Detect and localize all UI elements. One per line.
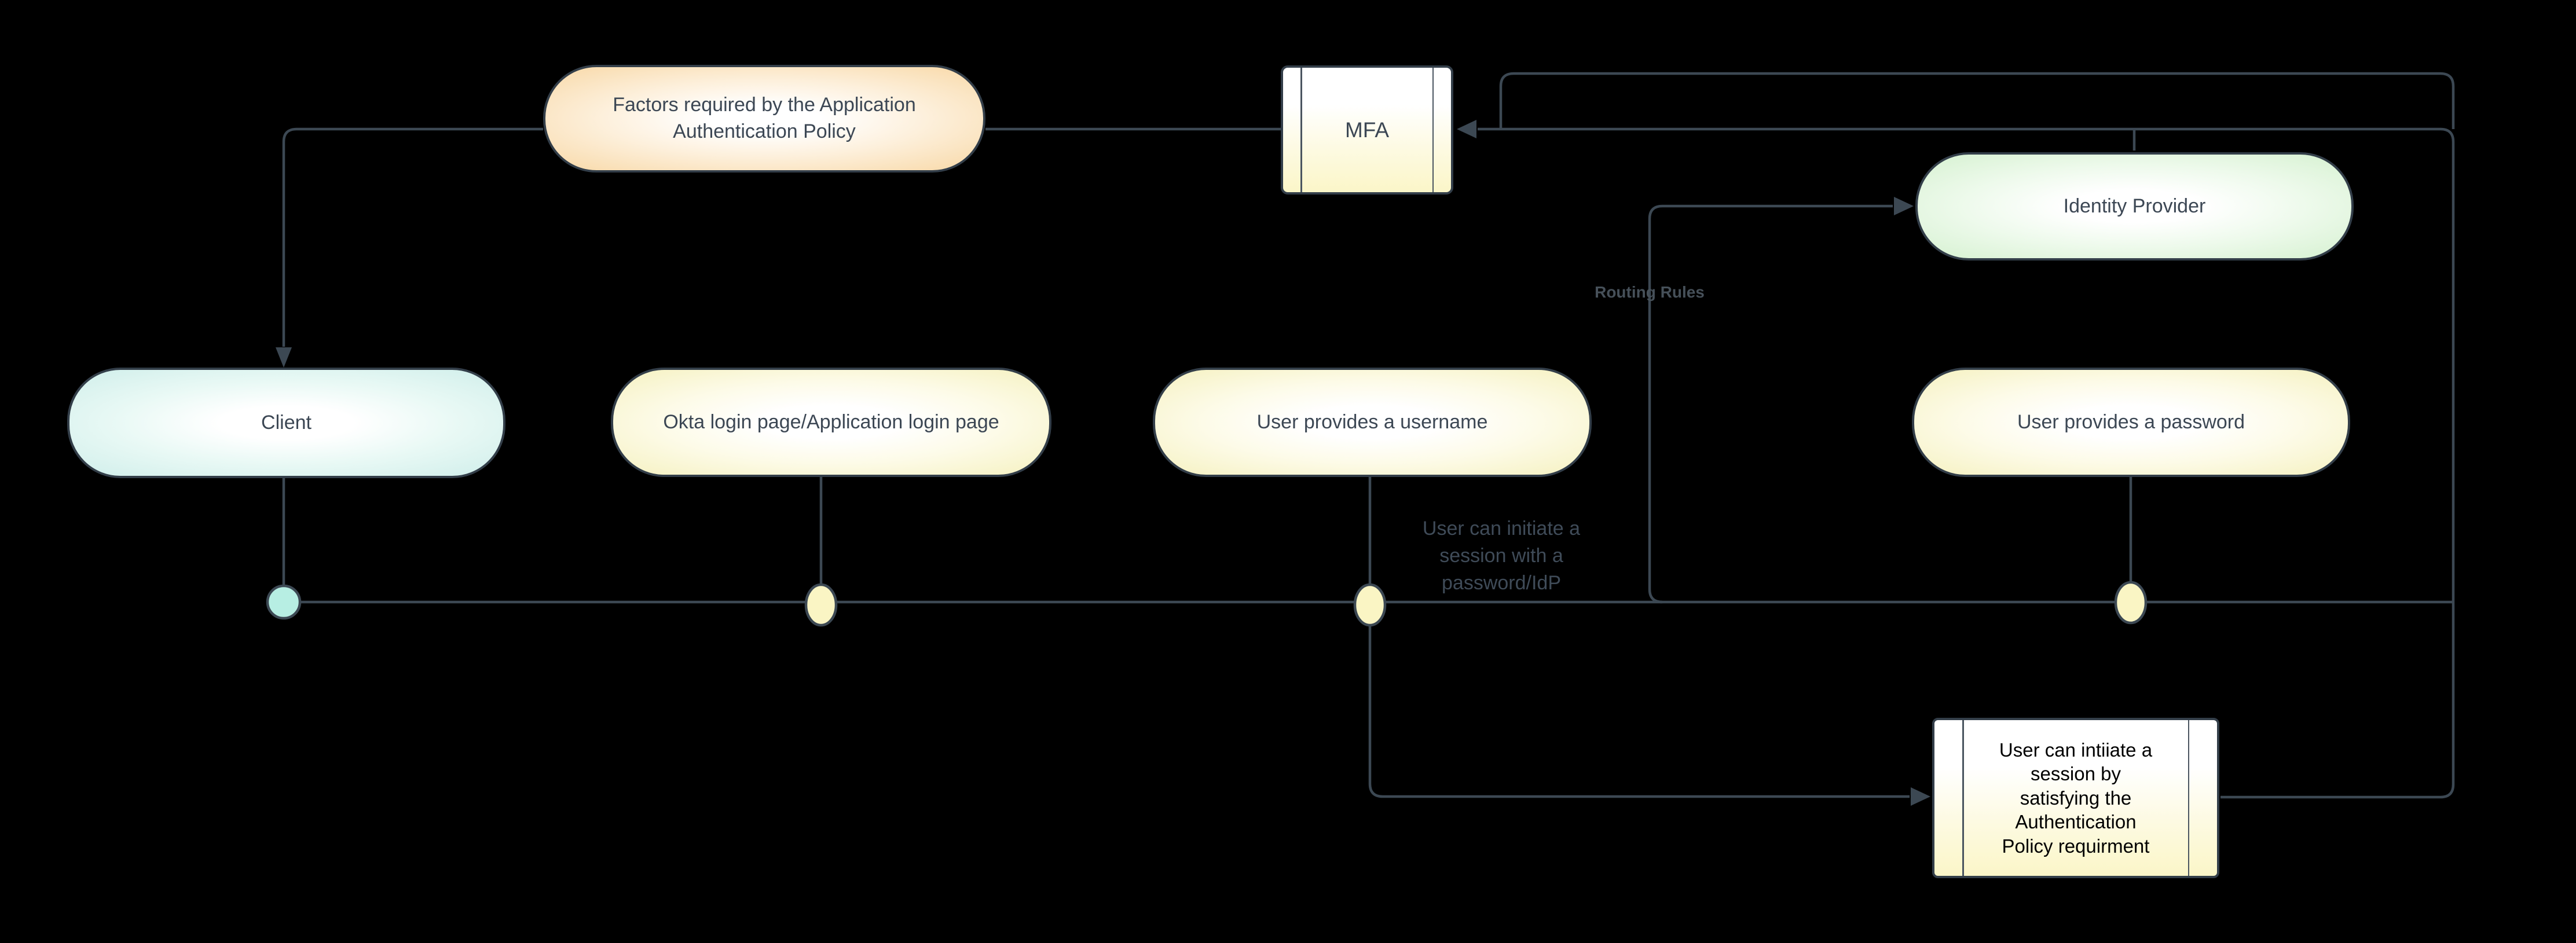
node-user-provides-username-label: User provides a username	[1256, 410, 1488, 433]
node-mfa-label: MFA	[1344, 118, 1390, 142]
connector-top-loop[interactable]	[1499, 72, 2455, 129]
arrowhead-into-mfa	[1457, 120, 1476, 138]
junction-dot-client[interactable]	[266, 584, 302, 620]
routing-rules-label: Routing Rules	[1595, 283, 1705, 301]
node-session-policy-box[interactable]: User can intiiate a session by satisfyin…	[1932, 718, 2219, 878]
connector-factors-to-client[interactable]	[282, 127, 543, 347]
node-identity-provider[interactable]: Identity Provider	[1915, 152, 2354, 260]
node-client-label: Client	[261, 411, 312, 434]
node-identity-provider-label: Identity Provider	[2063, 195, 2206, 217]
node-user-provides-username[interactable]: User provides a username	[1153, 368, 1592, 477]
node-user-provides-password-label: User provides a password	[2017, 410, 2245, 433]
node-factors-policy[interactable]: Factors required by the Application Auth…	[543, 65, 985, 173]
node-okta-login-page[interactable]: Okta login page/Application login page	[611, 368, 1051, 477]
arrowhead-into-client	[276, 347, 292, 368]
arrowhead-into-session-box	[1911, 787, 1930, 806]
connector-username-to-session-box[interactable]	[1368, 625, 1910, 798]
node-factors-policy-label: Factors required by the Application Auth…	[613, 94, 916, 142]
node-okta-login-page-label: Okta login page/Application login page	[663, 410, 999, 433]
node-mfa[interactable]: MFA	[1281, 65, 1453, 195]
junction-dot-password[interactable]	[2114, 581, 2148, 625]
junction-dot-okta[interactable]	[804, 583, 838, 627]
session-note-label: User can initiate a session with a passw…	[1422, 518, 1581, 594]
arrowhead-into-idp	[1894, 197, 1914, 215]
connector-routing-rules[interactable]	[1648, 204, 1893, 604]
connector-session-box-to-mfa[interactable]	[1478, 127, 2455, 799]
junction-dot-username[interactable]	[1353, 583, 1387, 627]
node-user-provides-password[interactable]: User provides a password	[1912, 368, 2350, 477]
node-session-policy-box-label: User can intiiate a session by satisfyin…	[1999, 739, 2153, 857]
node-client[interactable]: Client	[67, 368, 505, 478]
